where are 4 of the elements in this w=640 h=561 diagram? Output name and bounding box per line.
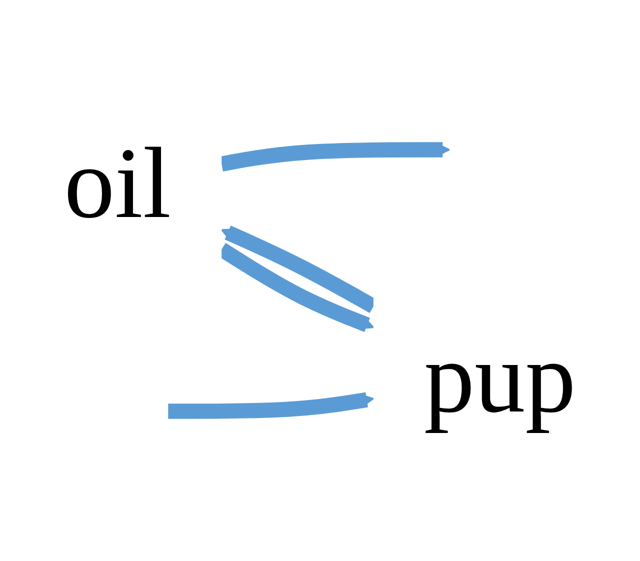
arrow <box>220 142 450 172</box>
node-text: oil <box>64 128 171 240</box>
arrow <box>168 392 374 419</box>
node-text: pup <box>424 322 576 434</box>
